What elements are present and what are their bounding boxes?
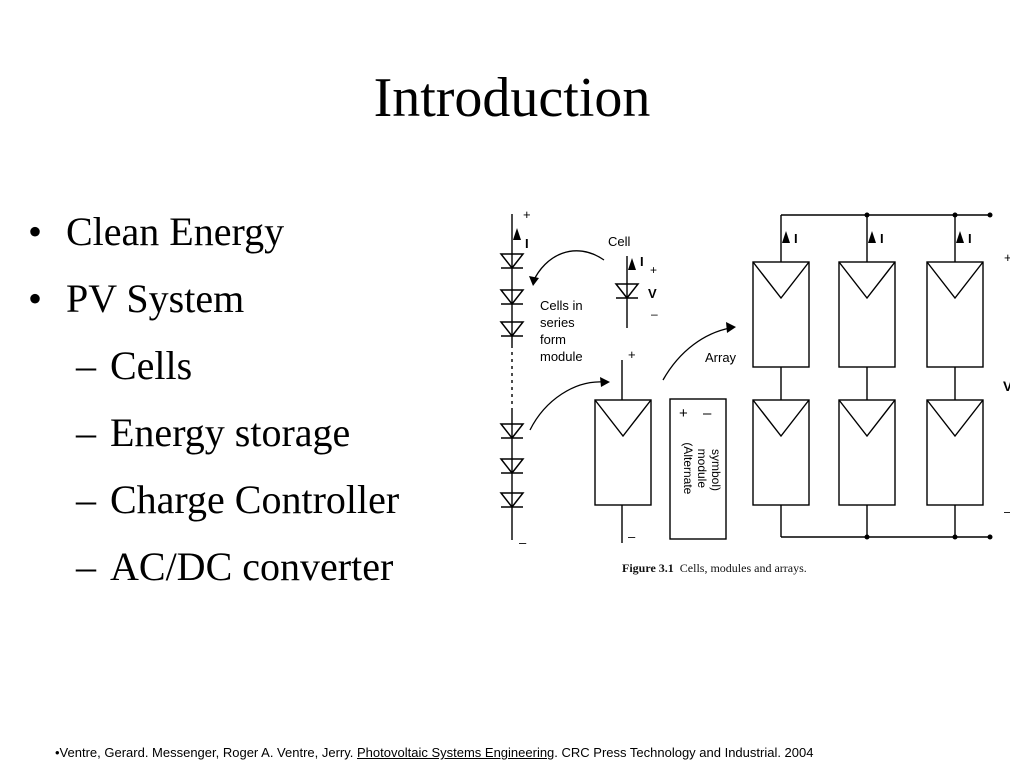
single-cell: Cell I + V –	[608, 234, 658, 328]
module-panel	[594, 399, 652, 506]
voltage-label: V	[1003, 378, 1010, 394]
slide-title: Introduction	[373, 67, 651, 129]
module-panel	[838, 261, 896, 368]
reference-authors: •Ventre, Gerard. Messenger, Roger A. Ven…	[55, 745, 358, 760]
sub-bullet-item: –Cells	[76, 340, 192, 392]
arrow-icon	[529, 381, 605, 431]
alternate-module-symbol: + – (Alternate module symbol)	[669, 398, 727, 540]
module: + –	[594, 347, 652, 544]
voltage-label: V	[648, 286, 657, 301]
sub-bullet-item: –AC/DC converter	[76, 541, 393, 593]
minus-label: –	[628, 529, 636, 544]
current-arrow-icon	[868, 231, 876, 243]
alternate-module-label: (Alternate module symbol)	[681, 442, 723, 497]
current-arrow-icon	[782, 231, 790, 243]
bullet-text: PV System	[66, 276, 245, 321]
current-arrow-icon	[513, 228, 521, 240]
sub-bullet-item: –Charge Controller	[76, 474, 399, 526]
plus-label: +	[523, 207, 531, 222]
arrowhead-icon	[726, 322, 736, 333]
module-panel	[752, 261, 810, 368]
plus-label: +	[1004, 250, 1010, 265]
bullet-text: AC/DC converter	[110, 544, 394, 589]
current-arrow-icon	[956, 231, 964, 243]
minus-label: –	[519, 535, 527, 550]
sub-bullet-item: –Energy storage	[76, 407, 350, 459]
minus-label: –	[1004, 504, 1010, 519]
module-panel	[838, 399, 896, 506]
bullet-item: • PV System	[28, 273, 244, 325]
minus-label: –	[651, 307, 658, 321]
module-panel	[926, 399, 984, 506]
minus-label: –	[703, 405, 712, 422]
plus-label: +	[679, 405, 688, 422]
bullet-marker: •	[28, 276, 43, 321]
current-label: I	[525, 236, 529, 251]
bullet-text: Energy storage	[110, 410, 351, 455]
figure-caption: Figure 3.1 Cells, modules and arrays.	[622, 561, 807, 576]
current-label: I	[640, 254, 644, 269]
cells-in-series-label: Cells in series form module	[540, 298, 586, 364]
sub-bullet-marker: –	[76, 343, 96, 388]
cell-label: Cell	[608, 234, 631, 249]
array-label: Array	[705, 350, 737, 365]
array: I I I + V –	[752, 212, 1010, 540]
sub-bullet-marker: –	[76, 544, 96, 589]
reference-book-title: Photovoltaic Systems Engineering	[357, 745, 555, 760]
bullet-text: Charge Controller	[110, 477, 400, 522]
bullet-marker: •	[28, 209, 43, 254]
module-panel	[926, 261, 984, 368]
figure-caption-text: Cells, modules and arrays.	[679, 561, 807, 575]
cells-modules-arrays-figure: + I – Cell I + V – Cells in series form …	[500, 207, 1010, 550]
current-arrow-icon	[628, 258, 636, 270]
bullet-text: Cells	[110, 343, 193, 388]
sub-bullet-marker: –	[76, 410, 96, 455]
reference-citation: •Ventre, Gerard. Messenger, Roger A. Ven…	[55, 745, 813, 760]
current-label: I	[880, 231, 884, 246]
module-panel	[752, 399, 810, 506]
arrowhead-icon	[529, 276, 539, 286]
bullet-item: • Clean Energy	[28, 206, 284, 258]
plus-label: +	[628, 347, 636, 362]
plus-label: +	[650, 263, 657, 277]
current-label: I	[794, 231, 798, 246]
bullet-text: Clean Energy	[66, 209, 285, 254]
cell-string: + I –	[500, 207, 531, 550]
arrowhead-icon	[600, 377, 610, 387]
arrow-icon	[532, 250, 605, 283]
figure-number: Figure 3.1	[622, 561, 674, 575]
sub-bullet-marker: –	[76, 477, 96, 522]
reference-publisher: . CRC Press Technology and Industrial. 2…	[554, 745, 814, 760]
current-label: I	[968, 231, 972, 246]
arrow-icon	[662, 327, 731, 381]
